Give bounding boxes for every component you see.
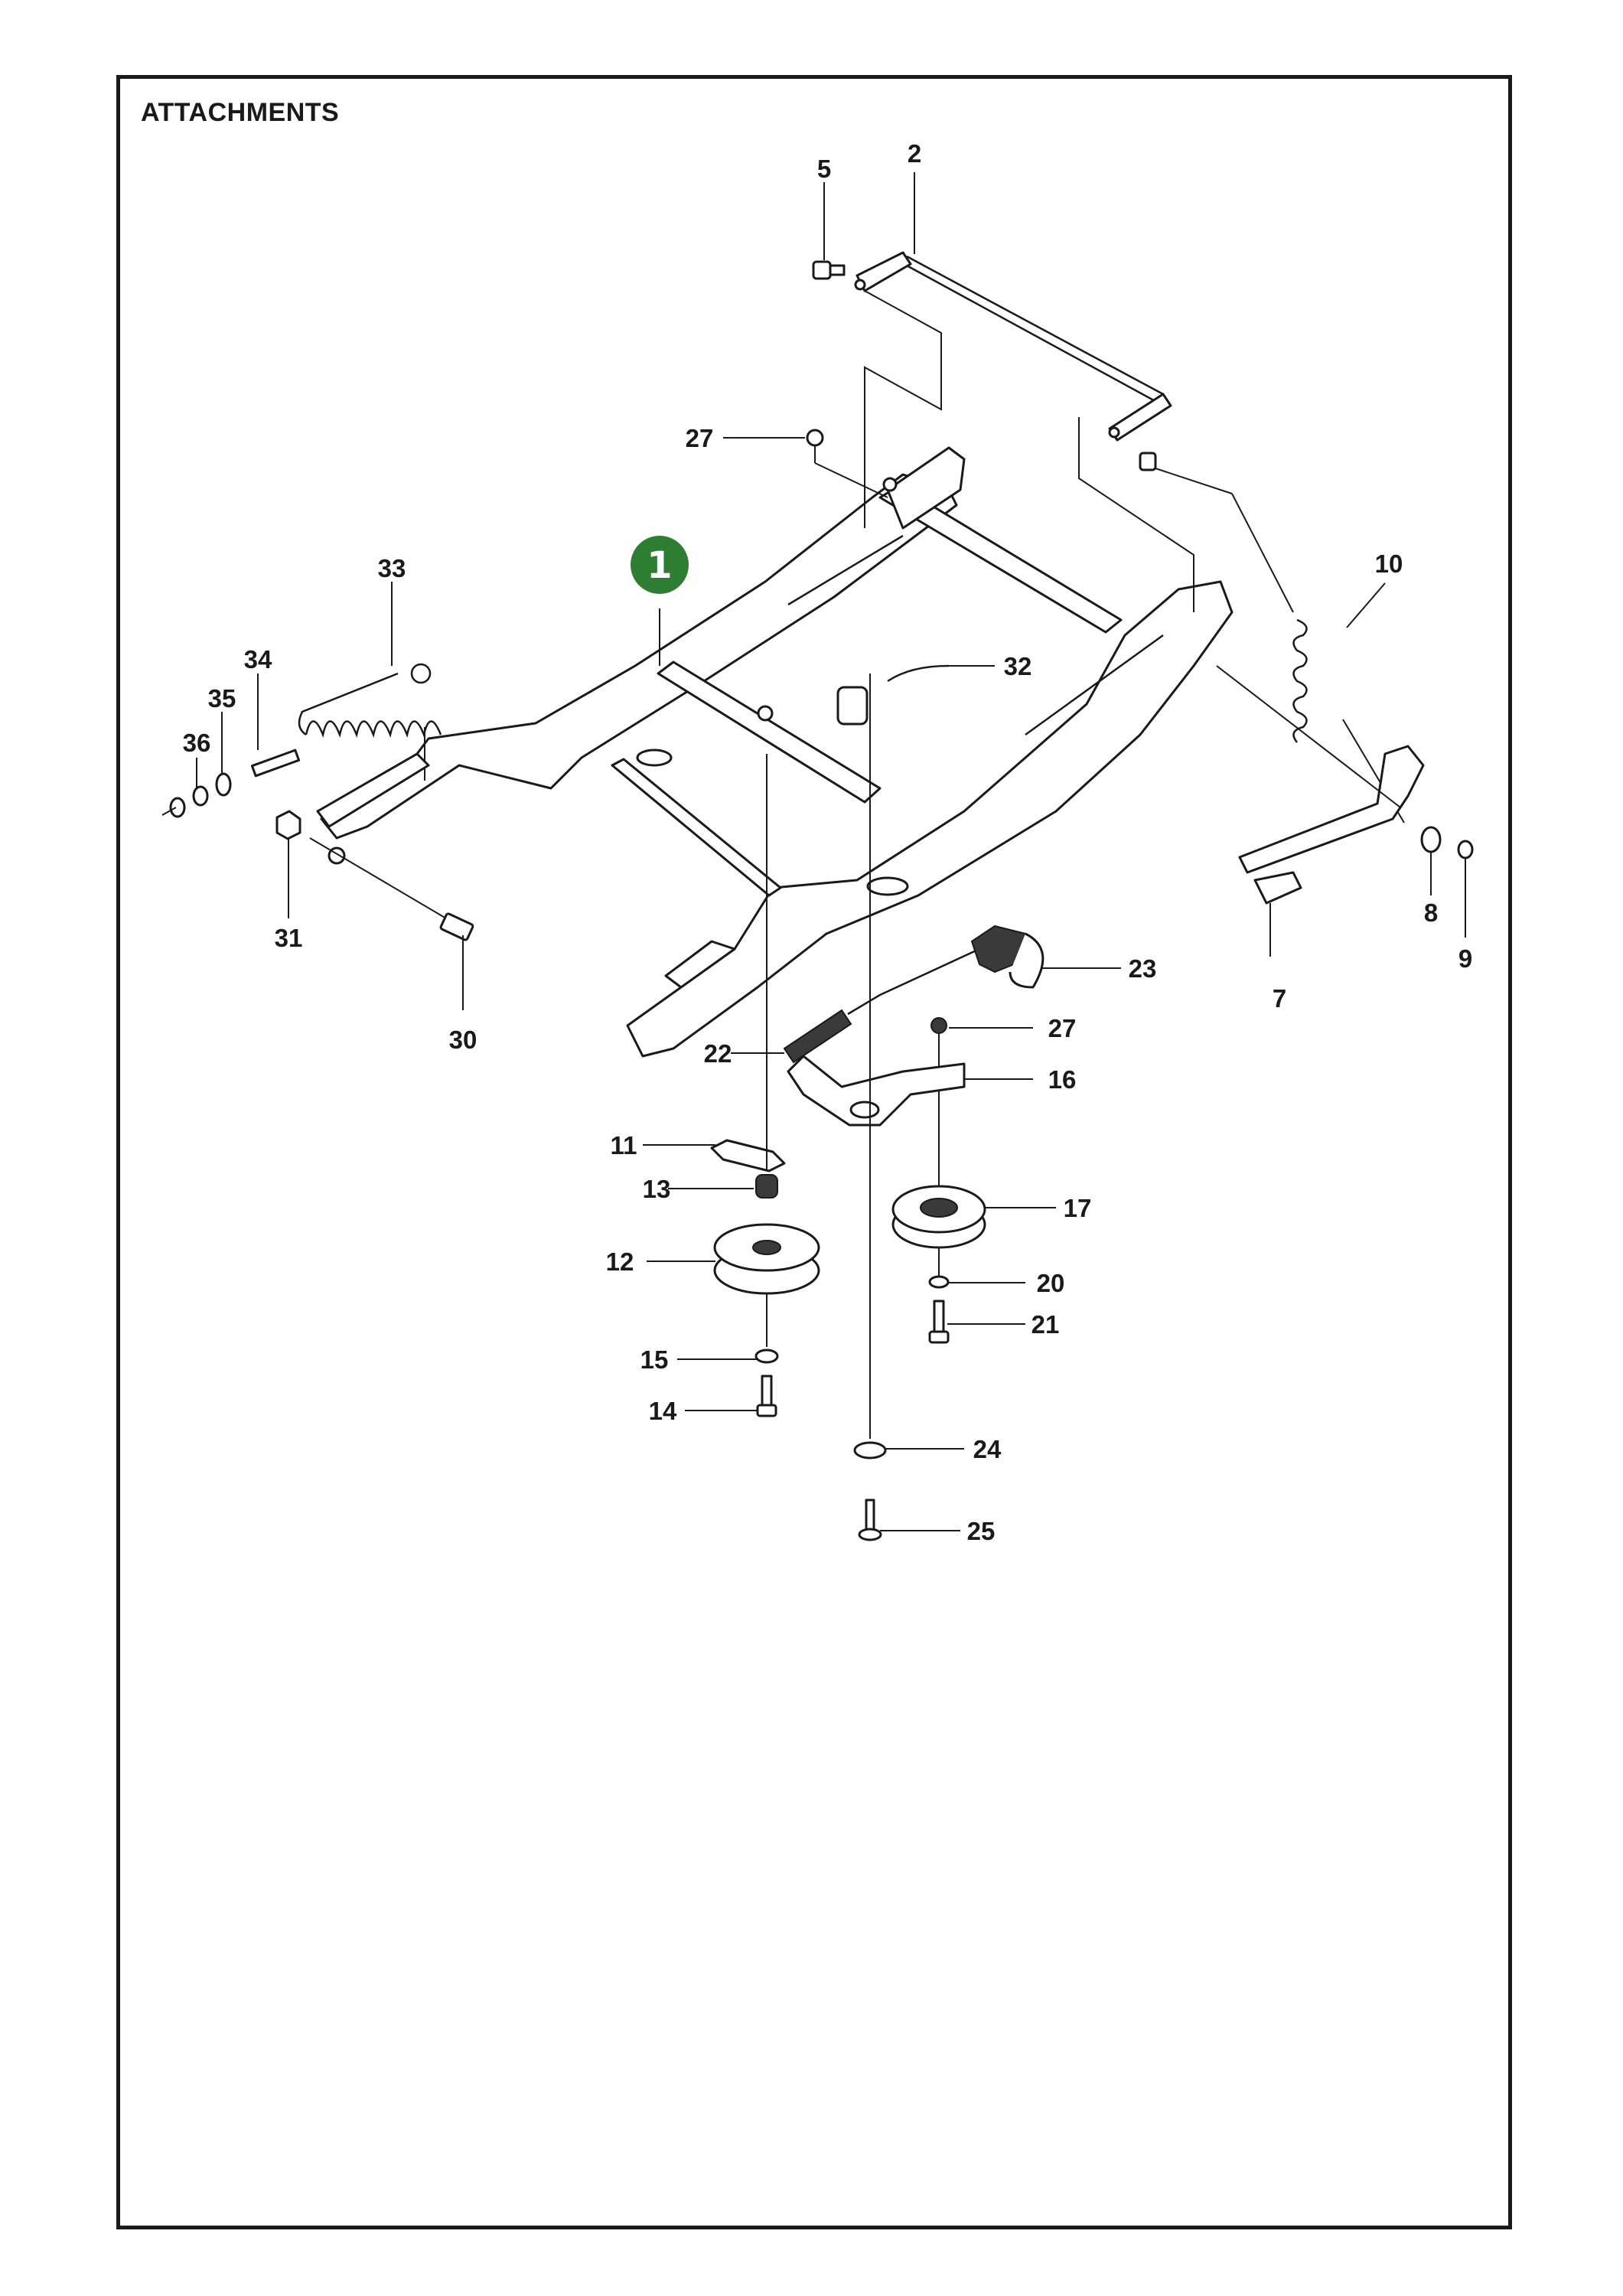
nut-27-lower — [930, 1017, 947, 1034]
bolt-5 — [812, 260, 846, 280]
callout-35: 35 — [208, 684, 236, 713]
pin-9 — [1457, 840, 1474, 859]
washer-35 — [215, 772, 232, 797]
bracket-11 — [710, 1139, 786, 1172]
spring-22 — [783, 993, 881, 1064]
callout-8: 8 — [1424, 899, 1438, 927]
callout-34: 34 — [244, 645, 272, 673]
callout-27: 27 — [686, 424, 714, 452]
pulley-12 — [713, 1223, 820, 1295]
callout-9: 9 — [1458, 944, 1472, 973]
washer-20 — [928, 1275, 950, 1289]
callout-30: 30 — [449, 1026, 477, 1054]
part-badge-label: 1 — [647, 544, 672, 587]
nut-36 — [169, 797, 186, 818]
callout-23: 23 — [1129, 954, 1157, 983]
pulley-17 — [891, 1185, 986, 1249]
spacer-13 — [755, 1174, 778, 1199]
callout-24: 24 — [973, 1435, 1002, 1463]
nut-31 — [275, 810, 301, 840]
callout-31: 31 — [275, 924, 303, 952]
callout-10: 10 — [1375, 550, 1403, 578]
callout-27-lower: 27 — [1048, 1014, 1077, 1042]
main-frame-assembly — [320, 446, 1234, 1058]
callout-7: 7 — [1273, 984, 1286, 1013]
bolt-21 — [928, 1300, 950, 1344]
bolt-34 — [250, 748, 301, 778]
callout-13: 13 — [643, 1175, 671, 1203]
spring-33 — [298, 663, 442, 781]
callout-12: 12 — [606, 1247, 634, 1276]
callout-15: 15 — [640, 1345, 669, 1374]
callout-36: 36 — [183, 729, 211, 757]
callout-25: 25 — [967, 1517, 996, 1545]
callout-2: 2 — [908, 139, 921, 168]
washer-36a — [192, 785, 209, 807]
callout-5: 5 — [817, 155, 831, 183]
washer-24 — [853, 1441, 887, 1459]
cable-23 — [879, 925, 1045, 996]
callout-21: 21 — [1031, 1310, 1060, 1339]
washer-8 — [1420, 826, 1442, 853]
bolt-14 — [756, 1375, 777, 1417]
front-arm — [309, 752, 474, 941]
callout-14: 14 — [649, 1397, 677, 1425]
callout-11: 11 — [611, 1131, 637, 1159]
bolt-25 — [858, 1499, 882, 1541]
callout-22: 22 — [704, 1039, 732, 1068]
lift-rod — [854, 251, 1172, 442]
idler-arm-16 — [787, 1055, 966, 1127]
nut-27-top — [806, 429, 824, 447]
lever-7 — [1238, 745, 1425, 957]
callout-32: 32 — [1004, 652, 1032, 680]
washer-15 — [754, 1349, 779, 1364]
callout-20: 20 — [1037, 1269, 1065, 1297]
page-title: ATTACHMENTS — [141, 98, 340, 127]
callout-33: 33 — [378, 554, 406, 582]
callout-16: 16 — [1048, 1065, 1077, 1094]
callout-17: 17 — [1064, 1194, 1092, 1222]
part-badge: 1 — [631, 536, 689, 594]
